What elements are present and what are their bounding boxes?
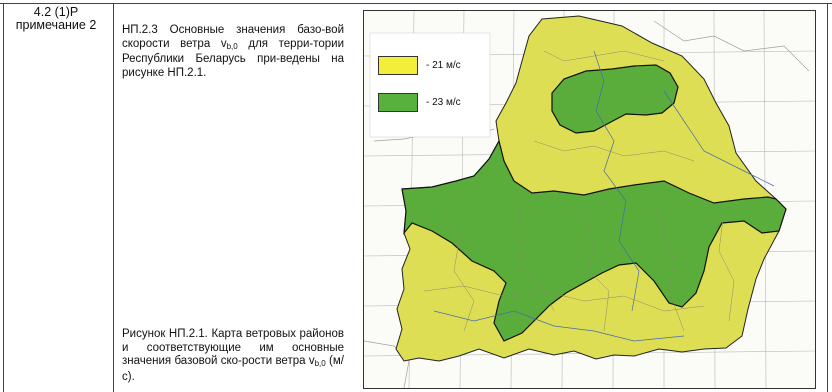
- map-legend: [369, 32, 491, 138]
- table-top-border: [0, 3, 832, 4]
- zone-23-north-area: [551, 64, 679, 134]
- clause-reference: 4.2 (1)P примечание 2: [4, 6, 108, 32]
- wind-zone-map: - 21 м/с - 23 м/с: [363, 10, 816, 389]
- caption-text-end: (м/с).: [122, 355, 344, 383]
- legend-swatch-green: [378, 93, 418, 112]
- clause-number: 4.2 (1)P: [33, 5, 79, 19]
- legend-item-21: - 21 м/с: [378, 56, 461, 75]
- district-borders: [423, 50, 735, 332]
- table-left-border: [3, 3, 4, 392]
- clause-note-label: примечание 2: [15, 18, 97, 32]
- legend-label-21: - 21 м/с: [426, 60, 461, 71]
- legend-item-23: - 23 м/с: [378, 93, 461, 112]
- note-text-start: НП.2.3 Основные значения базо-вой скорос…: [122, 24, 344, 50]
- map-svg: [364, 11, 815, 388]
- caption-subscript: b,0: [314, 359, 326, 368]
- caption-text-start: Рисунок НП.2.1. Карта ветровых районов и…: [122, 328, 344, 367]
- note-subscript: b,0: [226, 41, 238, 51]
- national-annex-note: НП.2.3 Основные значения базо-вой скорос…: [122, 24, 344, 80]
- table-right-border: [827, 3, 828, 392]
- table-column-divider: [113, 3, 114, 392]
- note-text-end: для терри-тории Республики Беларусь при-…: [122, 37, 344, 79]
- legend-swatch-yellow: [378, 56, 418, 75]
- legend-label-23: - 23 м/с: [426, 97, 461, 108]
- rivers: [433, 50, 775, 342]
- figure-caption: Рисунок НП.2.1. Карта ветровых районов и…: [122, 328, 344, 384]
